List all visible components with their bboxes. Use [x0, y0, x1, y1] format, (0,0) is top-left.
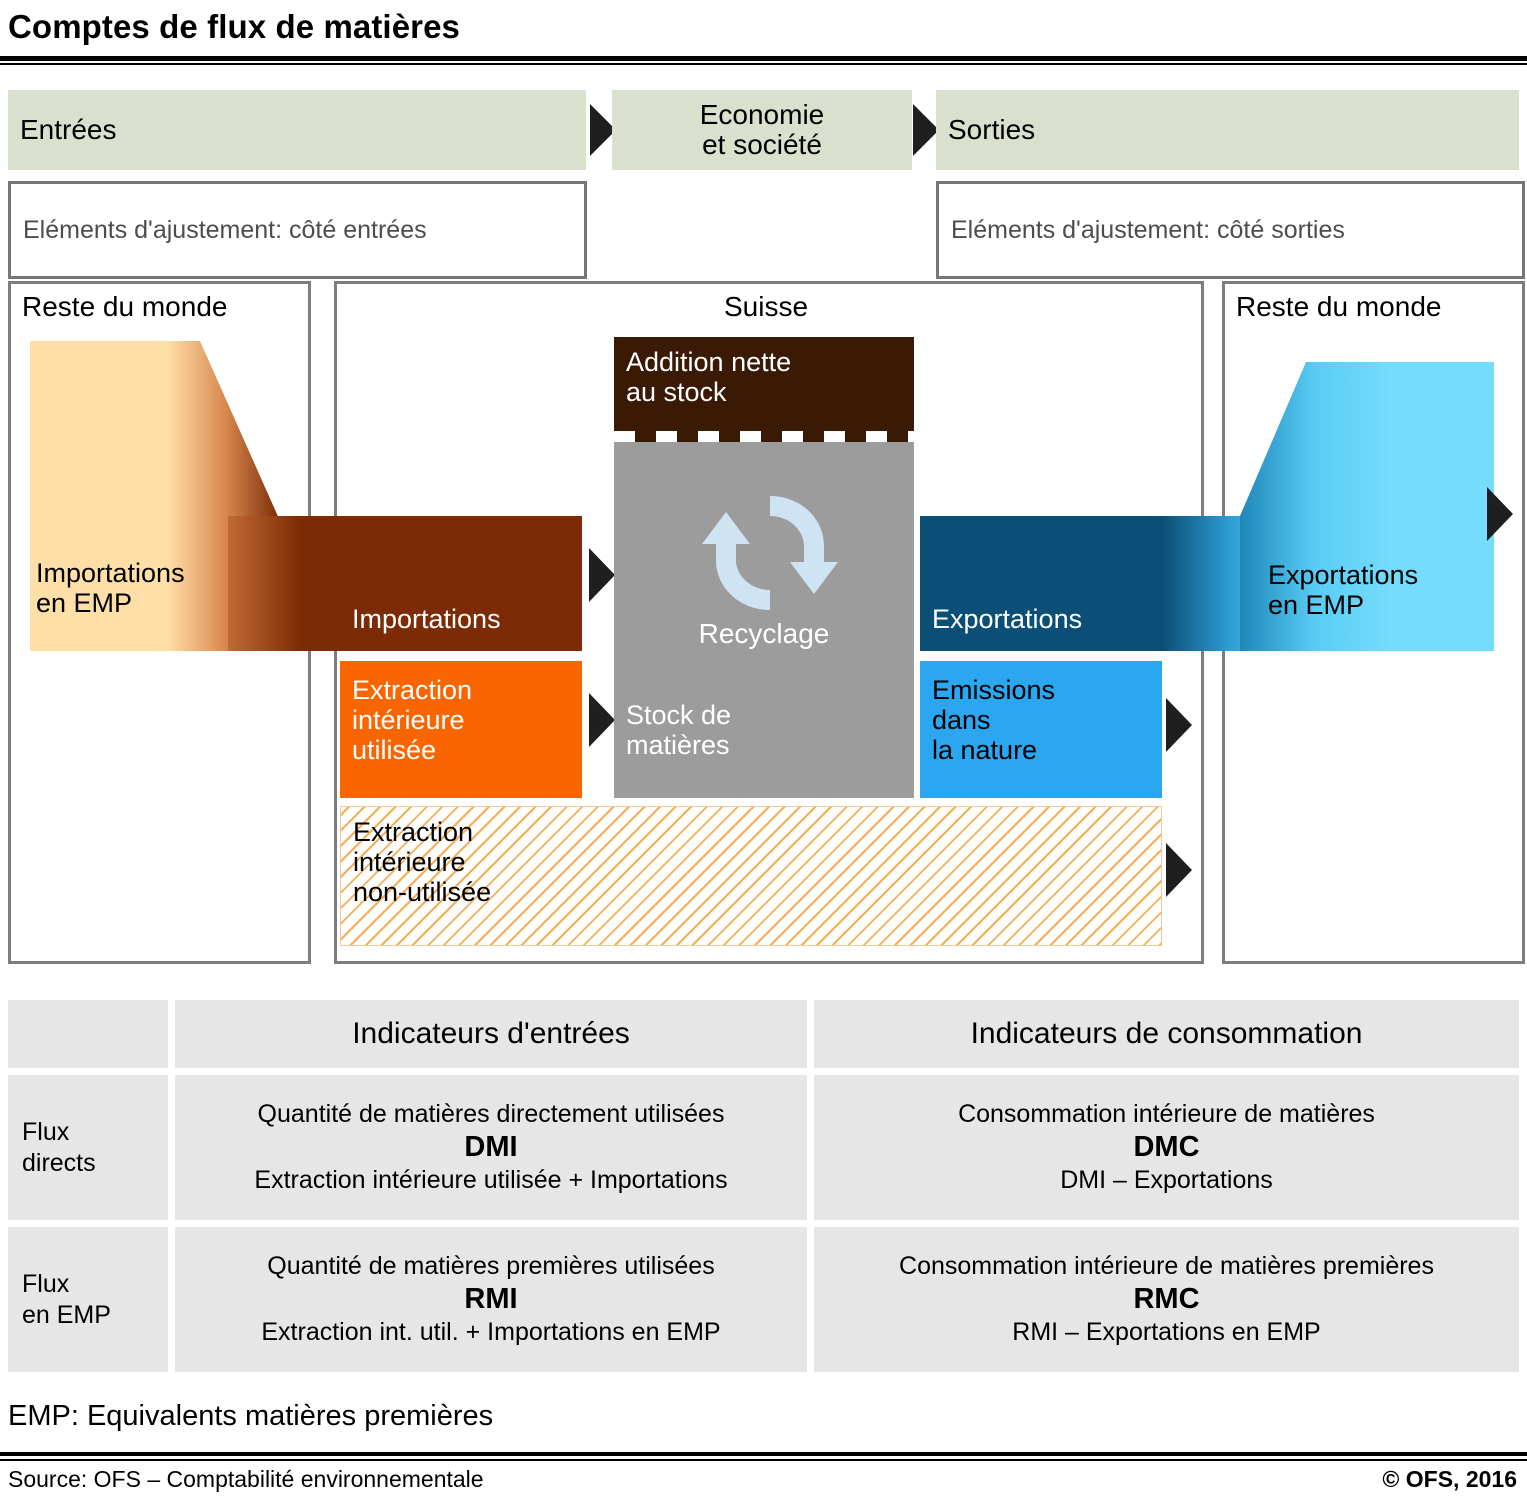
exports-emp-line1: Exportations — [1268, 560, 1419, 590]
header-sorties-label: Sorties — [948, 113, 1036, 145]
imports-emp-line2: en EMP — [36, 588, 133, 619]
dmc-formula: DMI – Exportations — [1060, 1166, 1273, 1195]
header-economie-line2: et société — [702, 129, 822, 160]
rmi-code: RMI — [464, 1282, 518, 1315]
exports-label: Exportations — [932, 604, 1083, 634]
arrow-economie-to-sorties — [913, 104, 939, 156]
table-corner-blank — [8, 1000, 168, 1068]
extraction-unused-line3: non-utilisée — [353, 877, 492, 908]
header-entrees-label: Entrées — [20, 113, 117, 145]
dmi-title: Quantité de matières directement utilisé… — [257, 1100, 725, 1129]
table-cell-rmi: Quantité de matières premières utilisées… — [175, 1227, 807, 1372]
emissions-line3: la nature — [932, 735, 1038, 766]
emissions-label: Emissions dans la nature — [932, 675, 1055, 766]
emissions-line1: Emissions — [932, 675, 1056, 705]
dmc-code: DMC — [1133, 1130, 1200, 1163]
arrow-extraction-unused-out — [1166, 843, 1192, 897]
extraction-unused-line2: intérieure — [353, 847, 466, 878]
rmi-formula: Extraction int. util. + Importations en … — [261, 1318, 721, 1347]
extraction-used-line1: Extraction — [352, 675, 473, 705]
extraction-unused-block: Extraction intérieure non-utilisée — [340, 806, 1162, 946]
footer-divider-thin — [0, 1459, 1527, 1461]
net-stock-dashed-divider — [614, 431, 914, 442]
title-divider — [0, 56, 1527, 61]
copyright-note: © OFS, 2016 — [1382, 1466, 1517, 1492]
header-economie: Economie et société — [612, 90, 912, 170]
source-note: Source: OFS – Comptabilité environnement… — [8, 1466, 484, 1492]
table-cell-rmc: Consommation intérieure de matières prem… — [814, 1227, 1519, 1372]
imports-emp-label: Importations en EMP — [36, 558, 185, 618]
emissions-line2: dans — [932, 705, 991, 736]
rmc-code: RMC — [1133, 1282, 1200, 1315]
flux-directs-line1: Flux — [22, 1118, 70, 1146]
exports-emp-line2: en EMP — [1268, 590, 1365, 621]
net-stock-addition-block: Addition nette au stock — [614, 337, 914, 442]
arrow-emissions-out — [1166, 698, 1192, 752]
dmi-code: DMI — [464, 1130, 518, 1163]
adjustment-box-outputs: Eléments d'ajustement: côté sorties — [936, 181, 1525, 279]
extraction-used-line3: utilisée — [352, 735, 437, 766]
imports-emp-shape — [30, 341, 280, 651]
stock-label: Stock de matières — [626, 700, 731, 760]
arrow-imports-to-stock — [589, 548, 615, 602]
extraction-unused-line1: Extraction — [353, 817, 474, 847]
exports-block: Exportations — [920, 516, 1162, 651]
flux-emp-line1: Flux — [22, 1270, 70, 1298]
rmc-title: Consommation intérieure de matières prem… — [899, 1252, 1434, 1281]
table-cell-dmc: Consommation intérieure de matières DMC … — [814, 1075, 1519, 1220]
imports-gradient-bridge — [228, 516, 348, 651]
adjustment-outputs-label: Eléments d'ajustement: côté sorties — [951, 215, 1345, 244]
exports-emp-shape — [1240, 362, 1494, 651]
header-entrees: Entrées — [8, 90, 586, 170]
flux-directs-line2: directs — [22, 1148, 96, 1177]
title-divider-thin — [0, 63, 1527, 65]
table-header-inputs: Indicateurs d'entrées — [175, 1000, 807, 1068]
recycling-label: Recyclage — [698, 618, 830, 649]
net-stock-label: Addition nette au stock — [626, 347, 791, 407]
dmc-title: Consommation intérieure de matières — [958, 1100, 1375, 1129]
header-economie-line1: Economie — [699, 98, 825, 130]
emp-note: EMP: Equivalents matières premières — [8, 1400, 494, 1432]
flux-emp-line2: en EMP — [22, 1300, 111, 1329]
stock-line2: matières — [626, 730, 730, 761]
rmc-formula: RMI – Exportations en EMP — [1012, 1318, 1321, 1347]
extraction-used-block: Extraction intérieure utilisée — [340, 661, 582, 798]
table-row-label-flux-directs: Flux directs — [8, 1075, 168, 1220]
stock-line1: Stock de — [626, 700, 732, 730]
header-economie-label: Economie et société — [699, 98, 825, 160]
stock-of-materials-block: Stock de matières — [614, 442, 914, 798]
arrow-extraction-used-to-stock — [589, 693, 615, 747]
arrow-exports-emp-out — [1487, 487, 1513, 541]
imports-label: Importations — [352, 604, 501, 634]
panel-suisse-title: Suisse — [723, 291, 809, 322]
emissions-block: Emissions dans la nature — [920, 661, 1162, 798]
panel-rest-of-world-right-title: Reste du monde — [1236, 291, 1442, 322]
table-row-label-flux-emp: Flux en EMP — [8, 1227, 168, 1372]
net-stock-line2: au stock — [626, 377, 727, 408]
panel-rest-of-world-left-title: Reste du monde — [22, 291, 228, 322]
header-sorties: Sorties — [936, 90, 1519, 170]
imports-emp-line1: Importations — [36, 558, 185, 588]
adjustment-box-inputs: Eléments d'ajustement: côté entrées — [8, 181, 587, 279]
page-title: Comptes de flux de matières — [8, 8, 461, 45]
table-header-consumption: Indicateurs de consommation — [814, 1000, 1519, 1068]
arrow-entrees-to-economie — [590, 104, 616, 156]
recycle-icon — [702, 496, 838, 610]
extraction-used-line2: intérieure — [352, 705, 465, 736]
rmi-title: Quantité de matières premières utilisées — [267, 1252, 715, 1281]
extraction-unused-label: Extraction intérieure non-utilisée — [353, 817, 491, 908]
footer-divider — [0, 1452, 1527, 1456]
exports-emp-label: Exportations en EMP — [1268, 560, 1418, 620]
imports-block: Importations — [340, 516, 582, 651]
table-cell-dmi: Quantité de matières directement utilisé… — [175, 1075, 807, 1220]
extraction-used-label: Extraction intérieure utilisée — [352, 675, 472, 766]
dmi-formula: Extraction intérieure utilisée + Importa… — [254, 1166, 728, 1195]
net-stock-line1: Addition nette — [626, 347, 792, 377]
adjustment-inputs-label: Eléments d'ajustement: côté entrées — [23, 215, 427, 244]
